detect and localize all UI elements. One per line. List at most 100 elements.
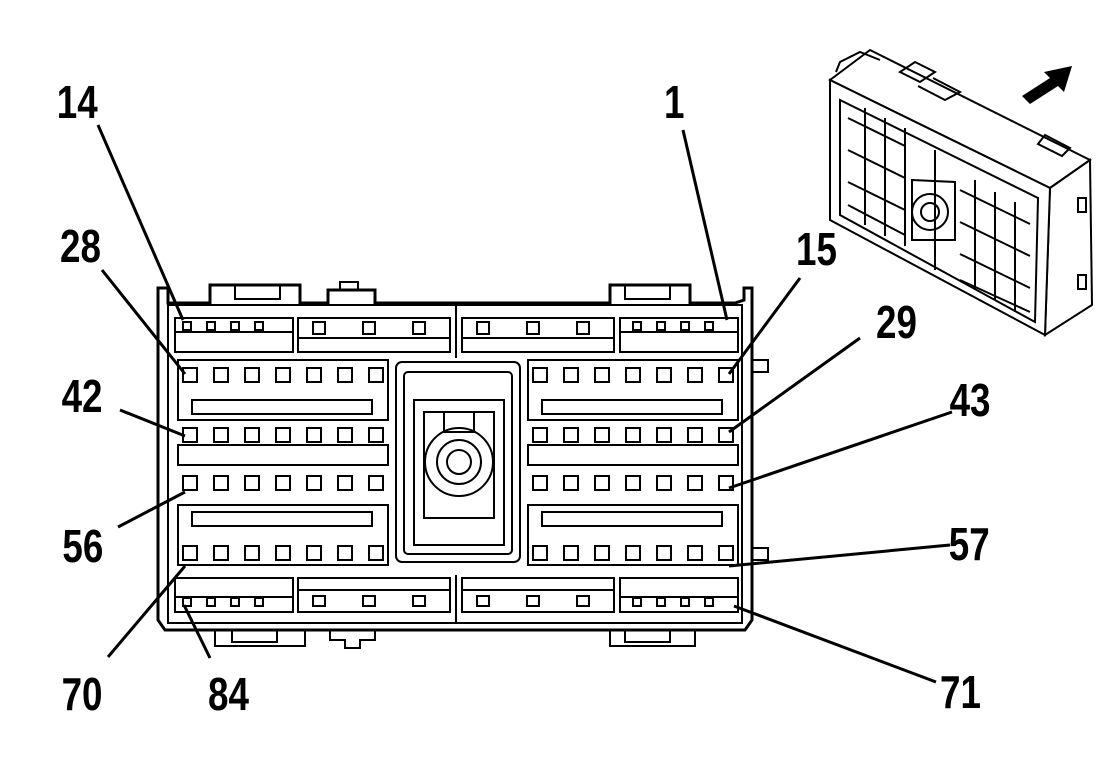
pin-cavity [656,597,666,607]
pin-cavity [230,597,240,607]
pin-cavity [526,595,540,607]
pin-cavity [337,545,353,561]
pin-cavity [680,597,690,607]
pin-cavity [182,321,192,331]
pin-label-71: 71 [940,666,981,718]
pin-cavity [526,321,540,335]
pin-cavity [594,427,610,443]
pin-label-14: 14 [57,76,98,128]
pin-cavity [476,321,490,335]
pin-cavity [594,475,610,491]
pin-cavity [656,427,672,443]
pin-cavity [576,321,590,335]
pin-cavity [312,595,326,607]
pin-cavity [275,427,291,443]
pin-cavity [230,321,240,331]
pin-cavity [306,475,322,491]
leader-56 [117,490,186,529]
pin-label-1: 1 [664,76,684,128]
pin-cavity [563,475,579,491]
pin-cavity [337,367,353,383]
pin-cavity [625,475,641,491]
pin-cavity [244,367,260,383]
pin-cavity [362,595,376,607]
pin-cavity [687,367,703,383]
leader-1 [681,129,729,321]
pin-cavity [656,367,672,383]
pin-cavity [244,545,260,561]
pin-cavity [594,545,610,561]
pin-label-56: 56 [62,520,103,572]
pin-cavity [337,427,353,443]
pin-cavities [182,321,734,607]
pin-cavity [306,367,322,383]
pin-cavity [632,321,642,331]
pin-cavity [704,597,714,607]
pin-cavity [576,595,590,607]
pin-cavity [368,367,384,383]
pin-cavity [625,367,641,383]
arrow-up-right-icon [1022,66,1072,104]
pin-label-84: 84 [208,668,249,720]
pin-cavity [362,321,376,335]
pin-cavity [306,427,322,443]
connector-3d-inset [828,48,1094,337]
pin-cavity [213,545,229,561]
leader-lines [96,124,953,684]
pin-label-29: 29 [876,296,917,348]
pin-labels: 14 1 28 15 29 42 43 56 57 70 84 71 [57,76,991,720]
pin-label-42: 42 [62,370,103,422]
pin-cavity [563,427,579,443]
pin-cavity [532,367,548,383]
pin-cavity [532,545,548,561]
pin-cavity [275,545,291,561]
leader-29 [728,336,861,434]
pin-cavity [412,321,426,335]
pin-cavity [368,427,384,443]
pin-cavity [182,367,198,383]
leader-43 [728,410,953,490]
pin-cavity [213,475,229,491]
leader-42 [119,408,186,438]
pin-cavity [213,367,229,383]
pin-cavity [182,475,198,491]
pin-cavity [213,427,229,443]
pin-label-57: 57 [949,518,990,570]
pin-cavity [312,321,326,335]
pin-cavity [656,545,672,561]
pin-label-15: 15 [796,223,837,275]
pin-cavity [625,545,641,561]
pin-cavity [687,475,703,491]
pin-cavity [563,545,579,561]
pin-cavity [476,595,490,607]
pin-cavity [306,545,322,561]
pin-cavity [625,427,641,443]
pin-label-70: 70 [62,668,103,720]
pin-cavity [275,475,291,491]
pin-cavity [254,597,264,607]
leader-57 [728,543,951,568]
pin-cavity [563,367,579,383]
leader-84 [182,604,212,659]
pin-cavity [532,475,548,491]
leader-14 [96,124,185,321]
pin-cavity [206,597,216,607]
leader-28 [100,269,187,375]
pin-cavity [532,427,548,443]
pin-cavity [206,321,216,331]
pin-cavity [182,545,198,561]
leader-71 [733,604,937,684]
pin-cavity [687,427,703,443]
pin-cavity [275,367,291,383]
leader-70 [106,565,187,658]
pin-label-43: 43 [950,374,991,426]
pin-cavity [687,545,703,561]
pin-cavity [368,475,384,491]
pin-cavity [656,321,666,331]
pin-cavity [632,597,642,607]
pin-cavity [680,321,690,331]
pin-label-28: 28 [60,220,101,272]
pin-cavity [337,475,353,491]
leader-15 [727,277,802,375]
pin-cavity [244,475,260,491]
